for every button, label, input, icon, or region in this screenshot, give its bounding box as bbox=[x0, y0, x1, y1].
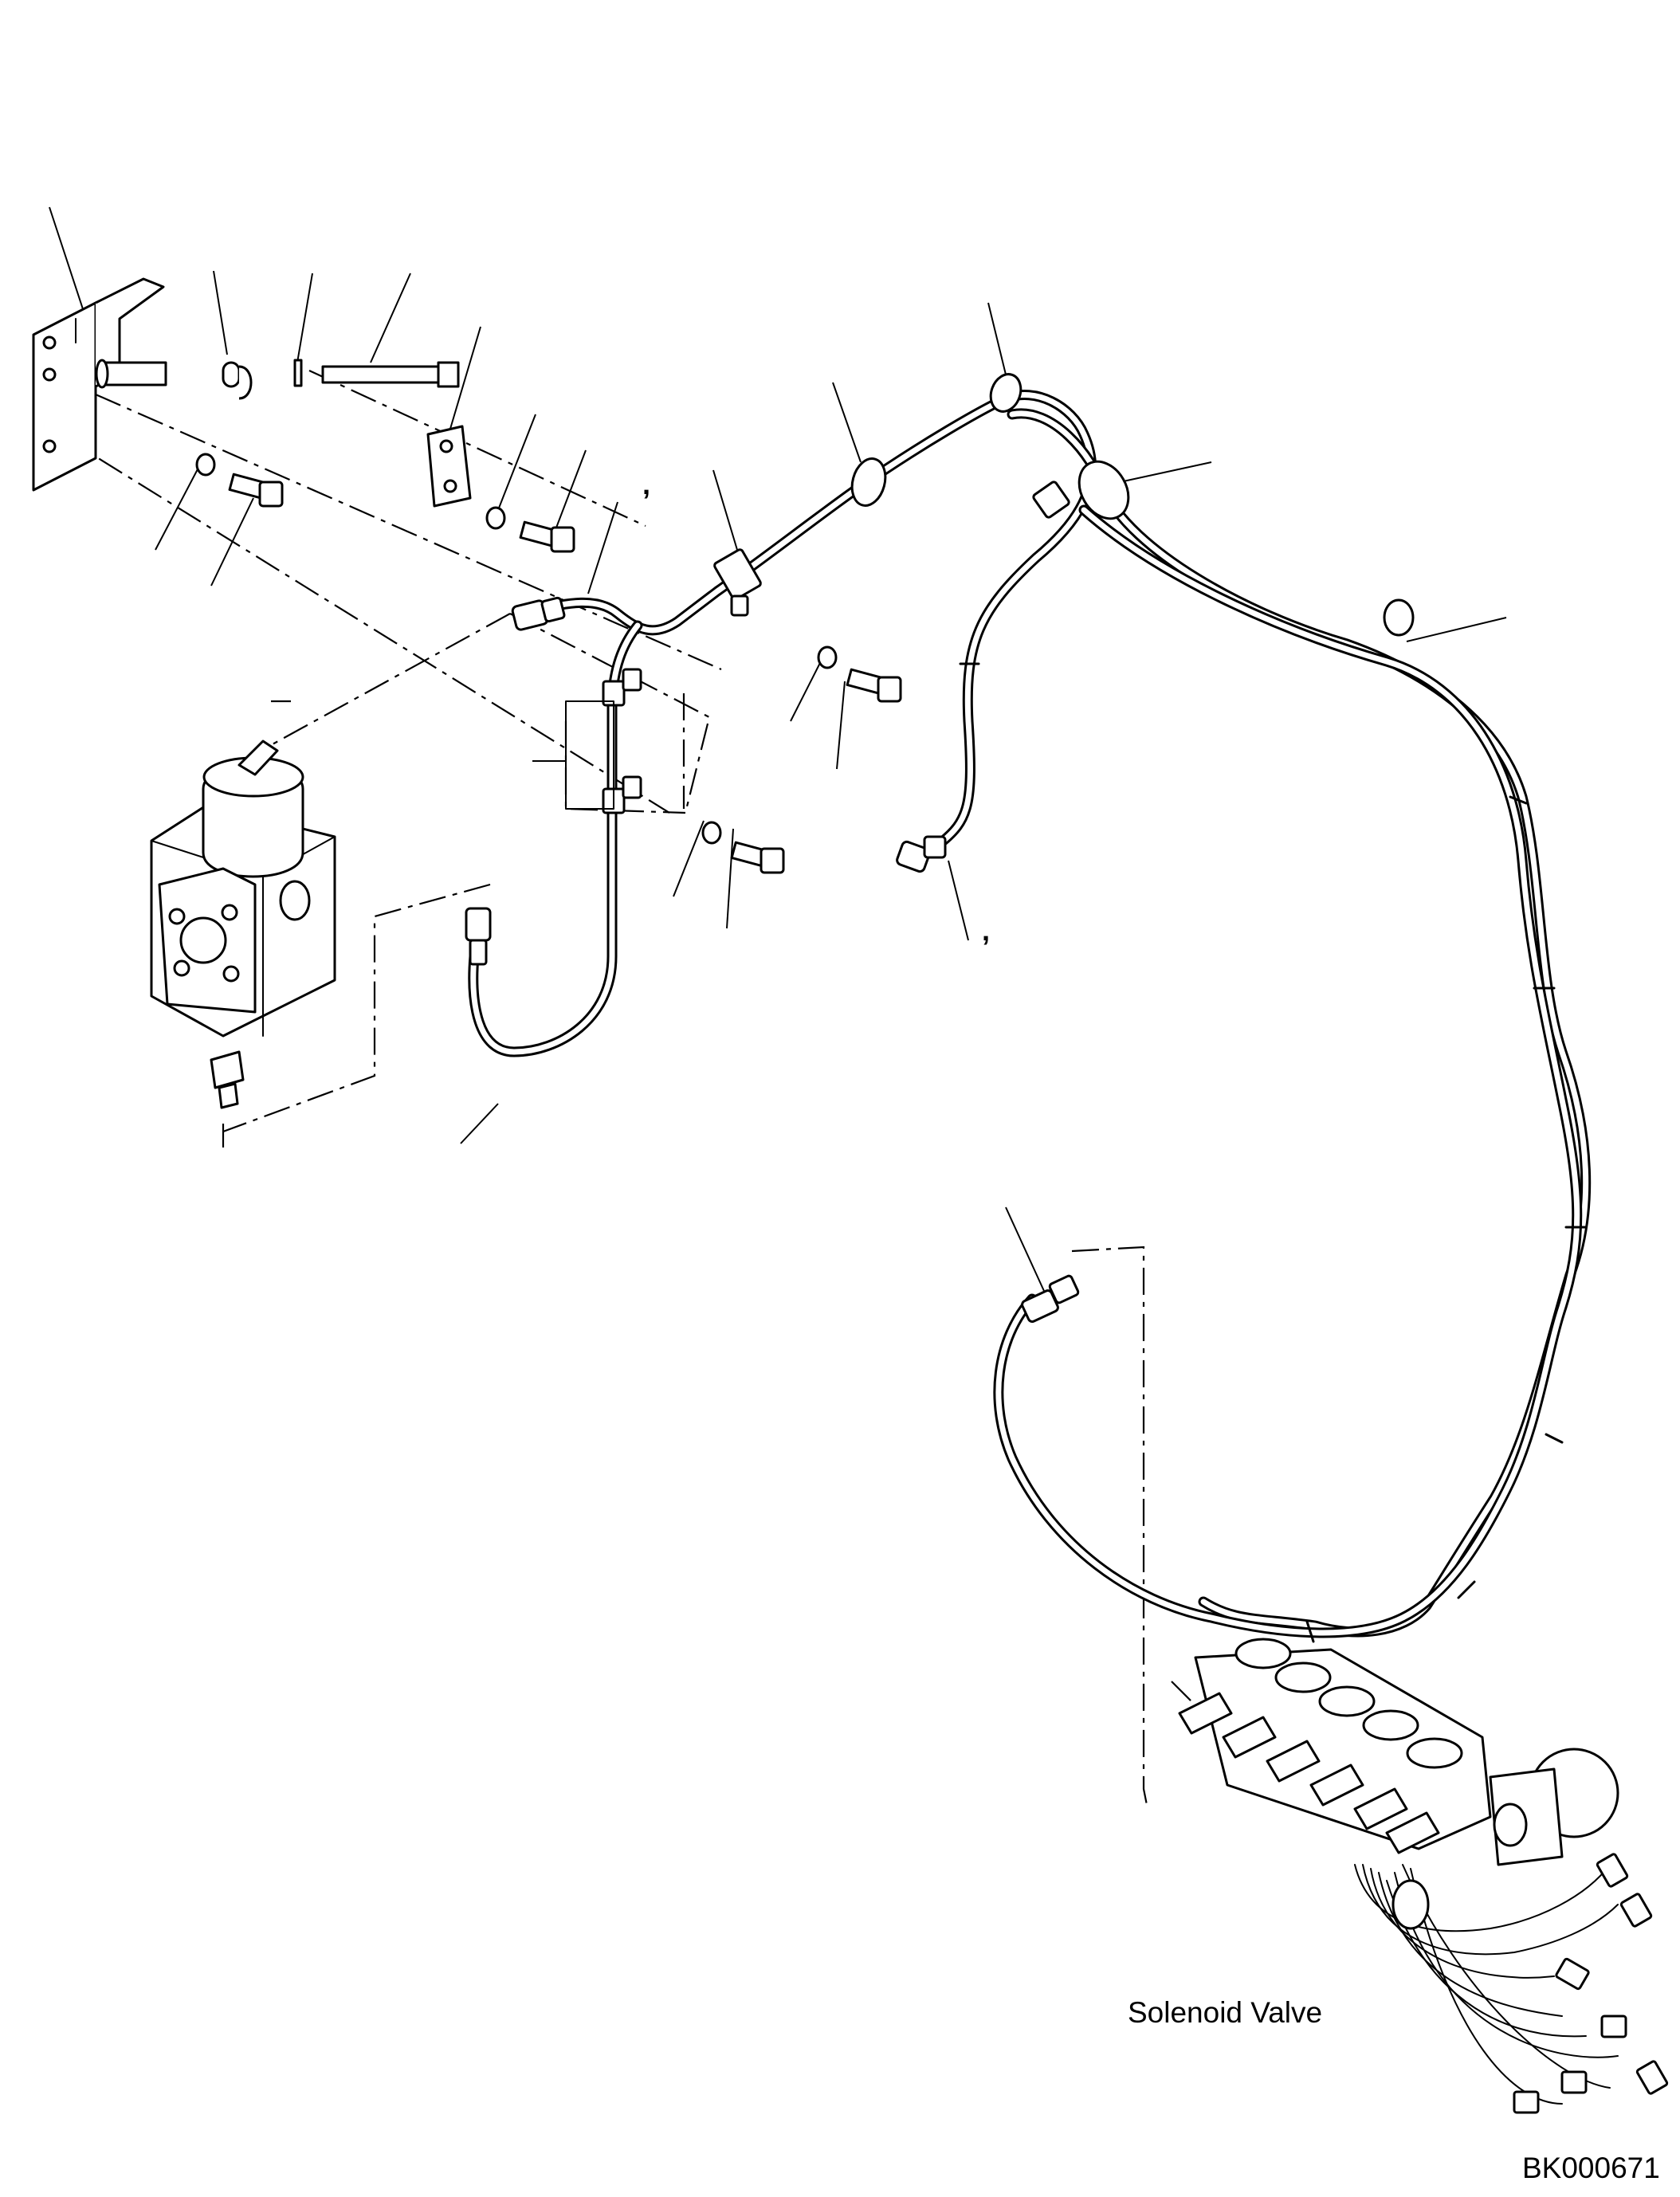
hose-assembly bbox=[468, 390, 1592, 1638]
valve-block bbox=[150, 740, 336, 1109]
plate-and-bolts bbox=[195, 425, 902, 874]
hose-fittings bbox=[465, 373, 1588, 1643]
figure-code: BK000671 bbox=[1522, 2152, 1660, 2184]
comma-mark-lower: , bbox=[982, 914, 991, 947]
solenoid-valve-label: Solenoid Valve bbox=[1128, 1996, 1323, 2029]
leader-lines bbox=[49, 206, 1507, 1292]
comma-mark-upper: , bbox=[642, 468, 651, 500]
assembly-centerlines bbox=[59, 361, 1196, 1810]
solenoid-valve-assembly bbox=[1178, 1638, 1669, 2114]
pin-assembly bbox=[95, 359, 460, 400]
